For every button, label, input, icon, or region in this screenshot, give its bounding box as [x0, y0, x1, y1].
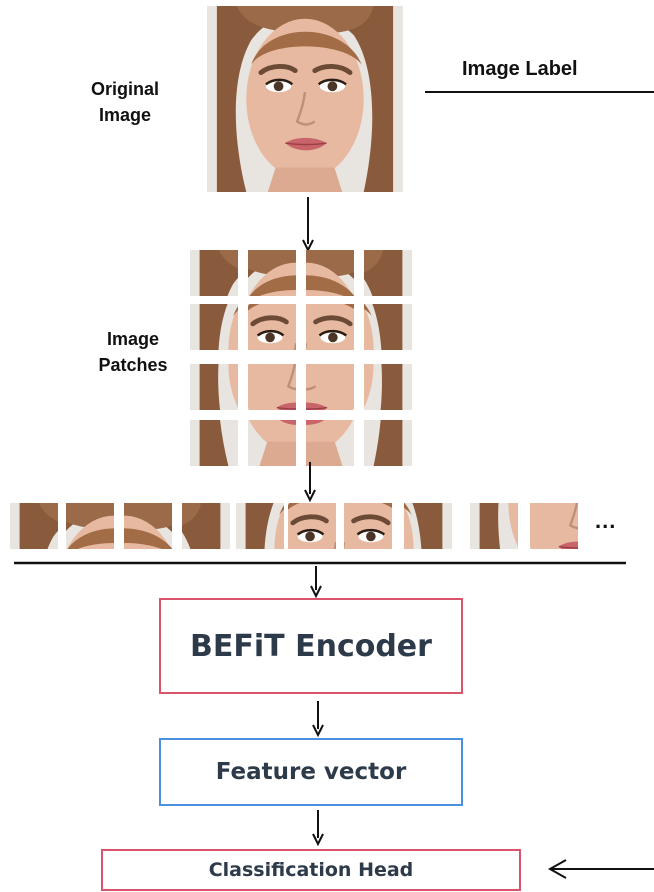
arrow-encoder-to-feature — [312, 701, 324, 738]
original-image-label: Original Image — [90, 79, 159, 125]
arrow-feature-to-head — [312, 810, 324, 847]
feature-vector-box: Feature vector — [159, 738, 463, 806]
image-patches-grid — [190, 250, 412, 466]
classification-head-box: Classification Head — [101, 849, 521, 891]
image-patches-label: Image Patches — [98, 329, 168, 375]
arrow-to-encoder — [310, 566, 322, 599]
arrow-original-to-patches — [302, 197, 314, 253]
arrow-label-to-head — [547, 859, 654, 879]
image-label-text: Image Label — [462, 58, 578, 80]
original-image — [207, 6, 403, 192]
befit-encoder-box: BEFiT Encoder — [159, 598, 463, 694]
sequence-ellipsis: ... — [595, 508, 617, 533]
arrow-patches-to-sequence — [304, 462, 316, 503]
